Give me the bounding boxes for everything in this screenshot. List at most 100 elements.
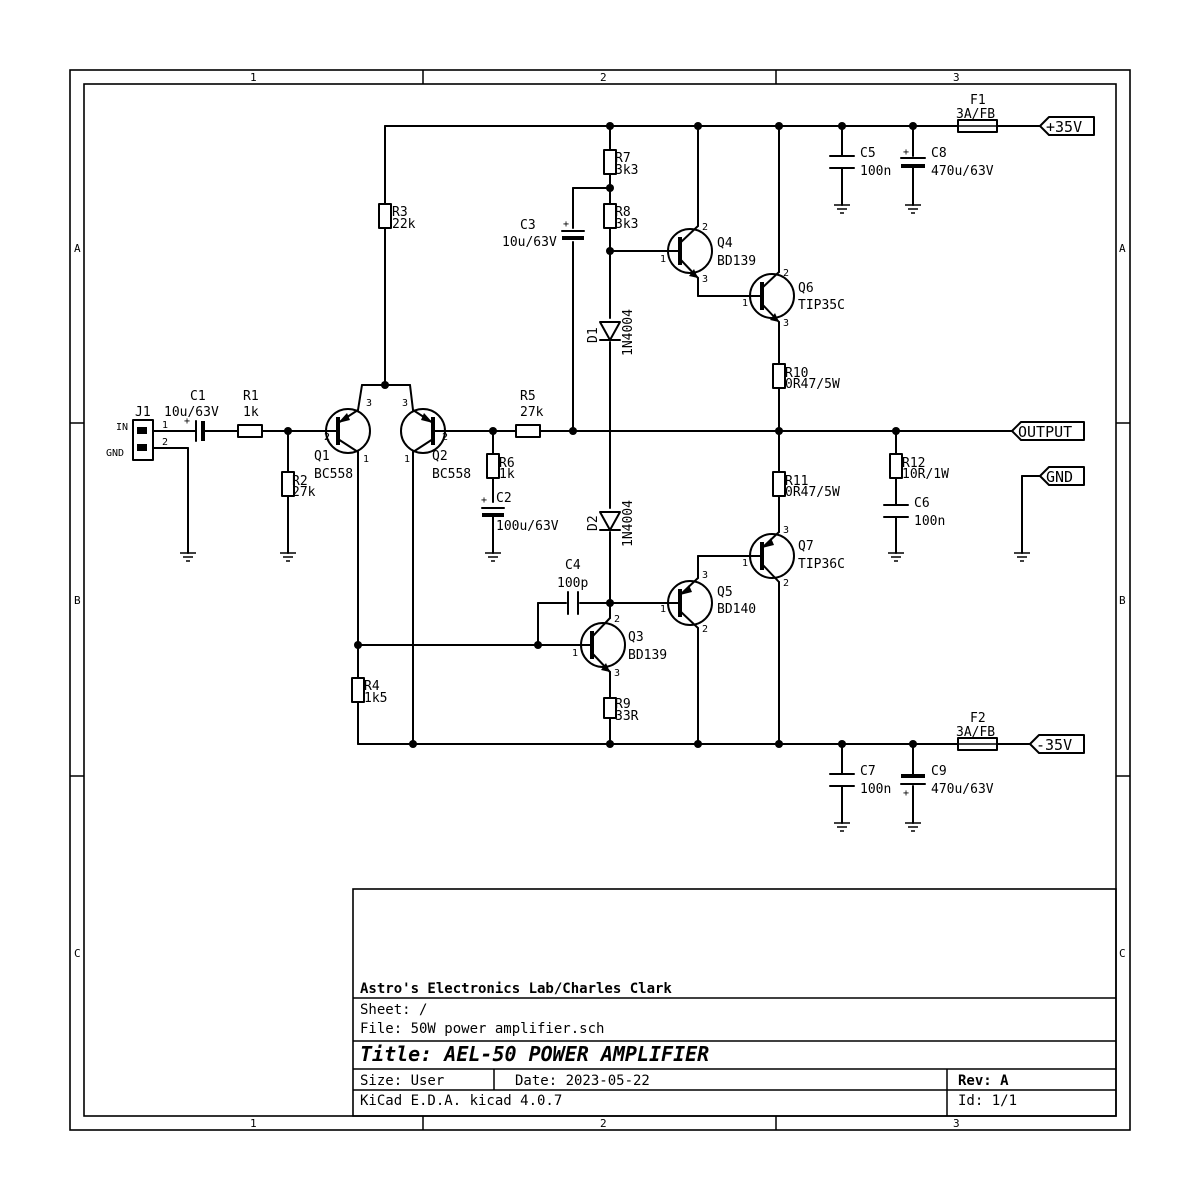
r9-ref: R9 (615, 697, 631, 712)
resistor-r9: R9 33R (603, 697, 639, 724)
title-block-rev: Rev: A (958, 1073, 1009, 1089)
resistor-r4: R4 1k5 (351, 677, 387, 706)
svg-text:2: 2 (702, 624, 708, 635)
r1-value: 1k (243, 405, 259, 420)
svg-text:1: 1 (742, 298, 748, 309)
svg-text:3: 3 (614, 668, 620, 679)
svg-text:2: 2 (614, 614, 620, 625)
svg-text:3: 3 (366, 398, 372, 409)
r4-value: 1k5 (364, 691, 387, 706)
capacitor-c9: + C9 470u/63V (900, 764, 994, 799)
transistor-q2: 2 3 1 Q2 BC558 (400, 384, 471, 482)
c9-ref: C9 (931, 764, 947, 779)
c7-ref: C7 (860, 764, 876, 779)
resistor-r11: R11 0R47/5W (772, 471, 840, 500)
zone-row-a-left: A (74, 242, 81, 255)
svg-text:3: 3 (783, 318, 789, 329)
q2-ref: Q2 (432, 449, 448, 464)
c4-value: 100p (557, 576, 588, 591)
f2-value: 3A/FB (956, 725, 995, 740)
c1-value: 10u/63V (164, 405, 219, 420)
f2-ref: F2 (970, 711, 986, 726)
q7-value: TIP36C (798, 557, 845, 572)
zone-col-1-bottom: 1 (250, 1117, 257, 1130)
title-block-sheet: Sheet: / (360, 1002, 427, 1018)
svg-text:2: 2 (324, 432, 330, 443)
j1-ref: J1 (135, 405, 151, 420)
title-block-company: Astro's Electronics Lab/Charles Clark (360, 981, 672, 997)
svg-text:+: + (563, 219, 569, 230)
capacitor-c6: C6 100n (883, 496, 945, 529)
j1-pin2-number: 2 (162, 437, 168, 448)
r12-ref: R12 (902, 456, 925, 471)
zone-row-c-right: C (1119, 947, 1126, 960)
junctions (284, 122, 917, 748)
c1-ref: C1 (190, 389, 206, 404)
r2-ref: R2 (292, 474, 308, 489)
d2-ref: D2 (586, 515, 601, 531)
zone-col-2-top: 2 (600, 71, 607, 84)
r6-ref: R6 (499, 456, 515, 471)
q2-value: BC558 (432, 467, 471, 482)
c2-value: 100u/63V (496, 519, 559, 534)
resistor-r5: R5 27k (515, 389, 544, 438)
resistor-r10: R10 0R47/5W (772, 363, 840, 392)
c5-value: 100n (860, 164, 891, 179)
d1-ref: D1 (586, 327, 601, 343)
r8-value: 3k3 (615, 217, 638, 232)
r3-value: 22k (392, 217, 416, 232)
frame-zone-labels: 1 2 3 1 2 3 A B C A B C (74, 71, 1126, 1130)
c2-ref: C2 (496, 491, 512, 506)
r11-value: 0R47/5W (785, 485, 840, 500)
r5-value: 27k (520, 405, 544, 420)
d1-value: 1N4004 (621, 309, 636, 356)
r11-ref: R11 (785, 474, 808, 489)
net-label-output: OUTPUT (1011, 421, 1085, 441)
svg-text:2: 2 (783, 268, 789, 279)
svg-text:GND: GND (1046, 468, 1073, 486)
zone-row-b-right: B (1119, 594, 1126, 607)
r4-ref: R4 (364, 679, 380, 694)
d2-value: 1N4004 (621, 500, 636, 547)
r7-value: 3k3 (615, 163, 638, 178)
net-label-neg-supply: -35V (1029, 734, 1085, 754)
resistor-r7: R7 3k3 (603, 149, 638, 178)
q5-value: BD140 (717, 602, 756, 617)
net-label-gnd: GND (1039, 466, 1085, 486)
r6-value: 1k (499, 467, 515, 482)
q1-value: BC558 (314, 467, 353, 482)
c4-ref: C4 (565, 558, 581, 573)
title-block-id: Id: 1/1 (958, 1093, 1017, 1109)
q3-value: BD139 (628, 648, 667, 663)
svg-text:-35V: -35V (1036, 736, 1072, 754)
resistor-r1: R1 1k (237, 389, 263, 438)
capacitor-c4: C4 100p (557, 558, 588, 615)
title-block-title: Title: AEL-50 POWER AMPLIFIER (360, 1042, 709, 1066)
svg-text:1: 1 (742, 558, 748, 569)
transistor-q5: 1 3 2 Q5 BD140 (660, 570, 756, 635)
q7-ref: Q7 (798, 539, 814, 554)
svg-text:1: 1 (660, 254, 666, 265)
c3-ref: C3 (520, 218, 536, 233)
svg-text:+: + (481, 495, 487, 506)
transistor-q3: 1 2 3 Q3 BD139 (572, 614, 667, 679)
zone-col-1-top: 1 (250, 71, 257, 84)
q4-value: BD139 (717, 254, 756, 269)
svg-text:1: 1 (660, 604, 666, 615)
svg-text:3: 3 (702, 274, 708, 285)
title-block-date: Date: 2023-05-22 (515, 1073, 650, 1089)
q6-ref: Q6 (798, 281, 814, 296)
capacitor-c7: C7 100n (829, 764, 891, 797)
zone-row-c-left: C (74, 947, 81, 960)
resistor-r3: R3 22k (378, 203, 416, 232)
svg-text:2: 2 (442, 432, 448, 443)
title-block-file: File: 50W power amplifier.sch (360, 1021, 604, 1037)
r10-ref: R10 (785, 366, 808, 381)
j1-pin1-number: 1 (162, 420, 168, 431)
r10-value: 0R47/5W (785, 377, 840, 392)
svg-text:2: 2 (702, 222, 708, 233)
diode-d2: D2 1N4004 (586, 500, 636, 547)
q4-ref: Q4 (717, 236, 733, 251)
capacitor-c2: + C2 100u/63V (481, 491, 559, 534)
